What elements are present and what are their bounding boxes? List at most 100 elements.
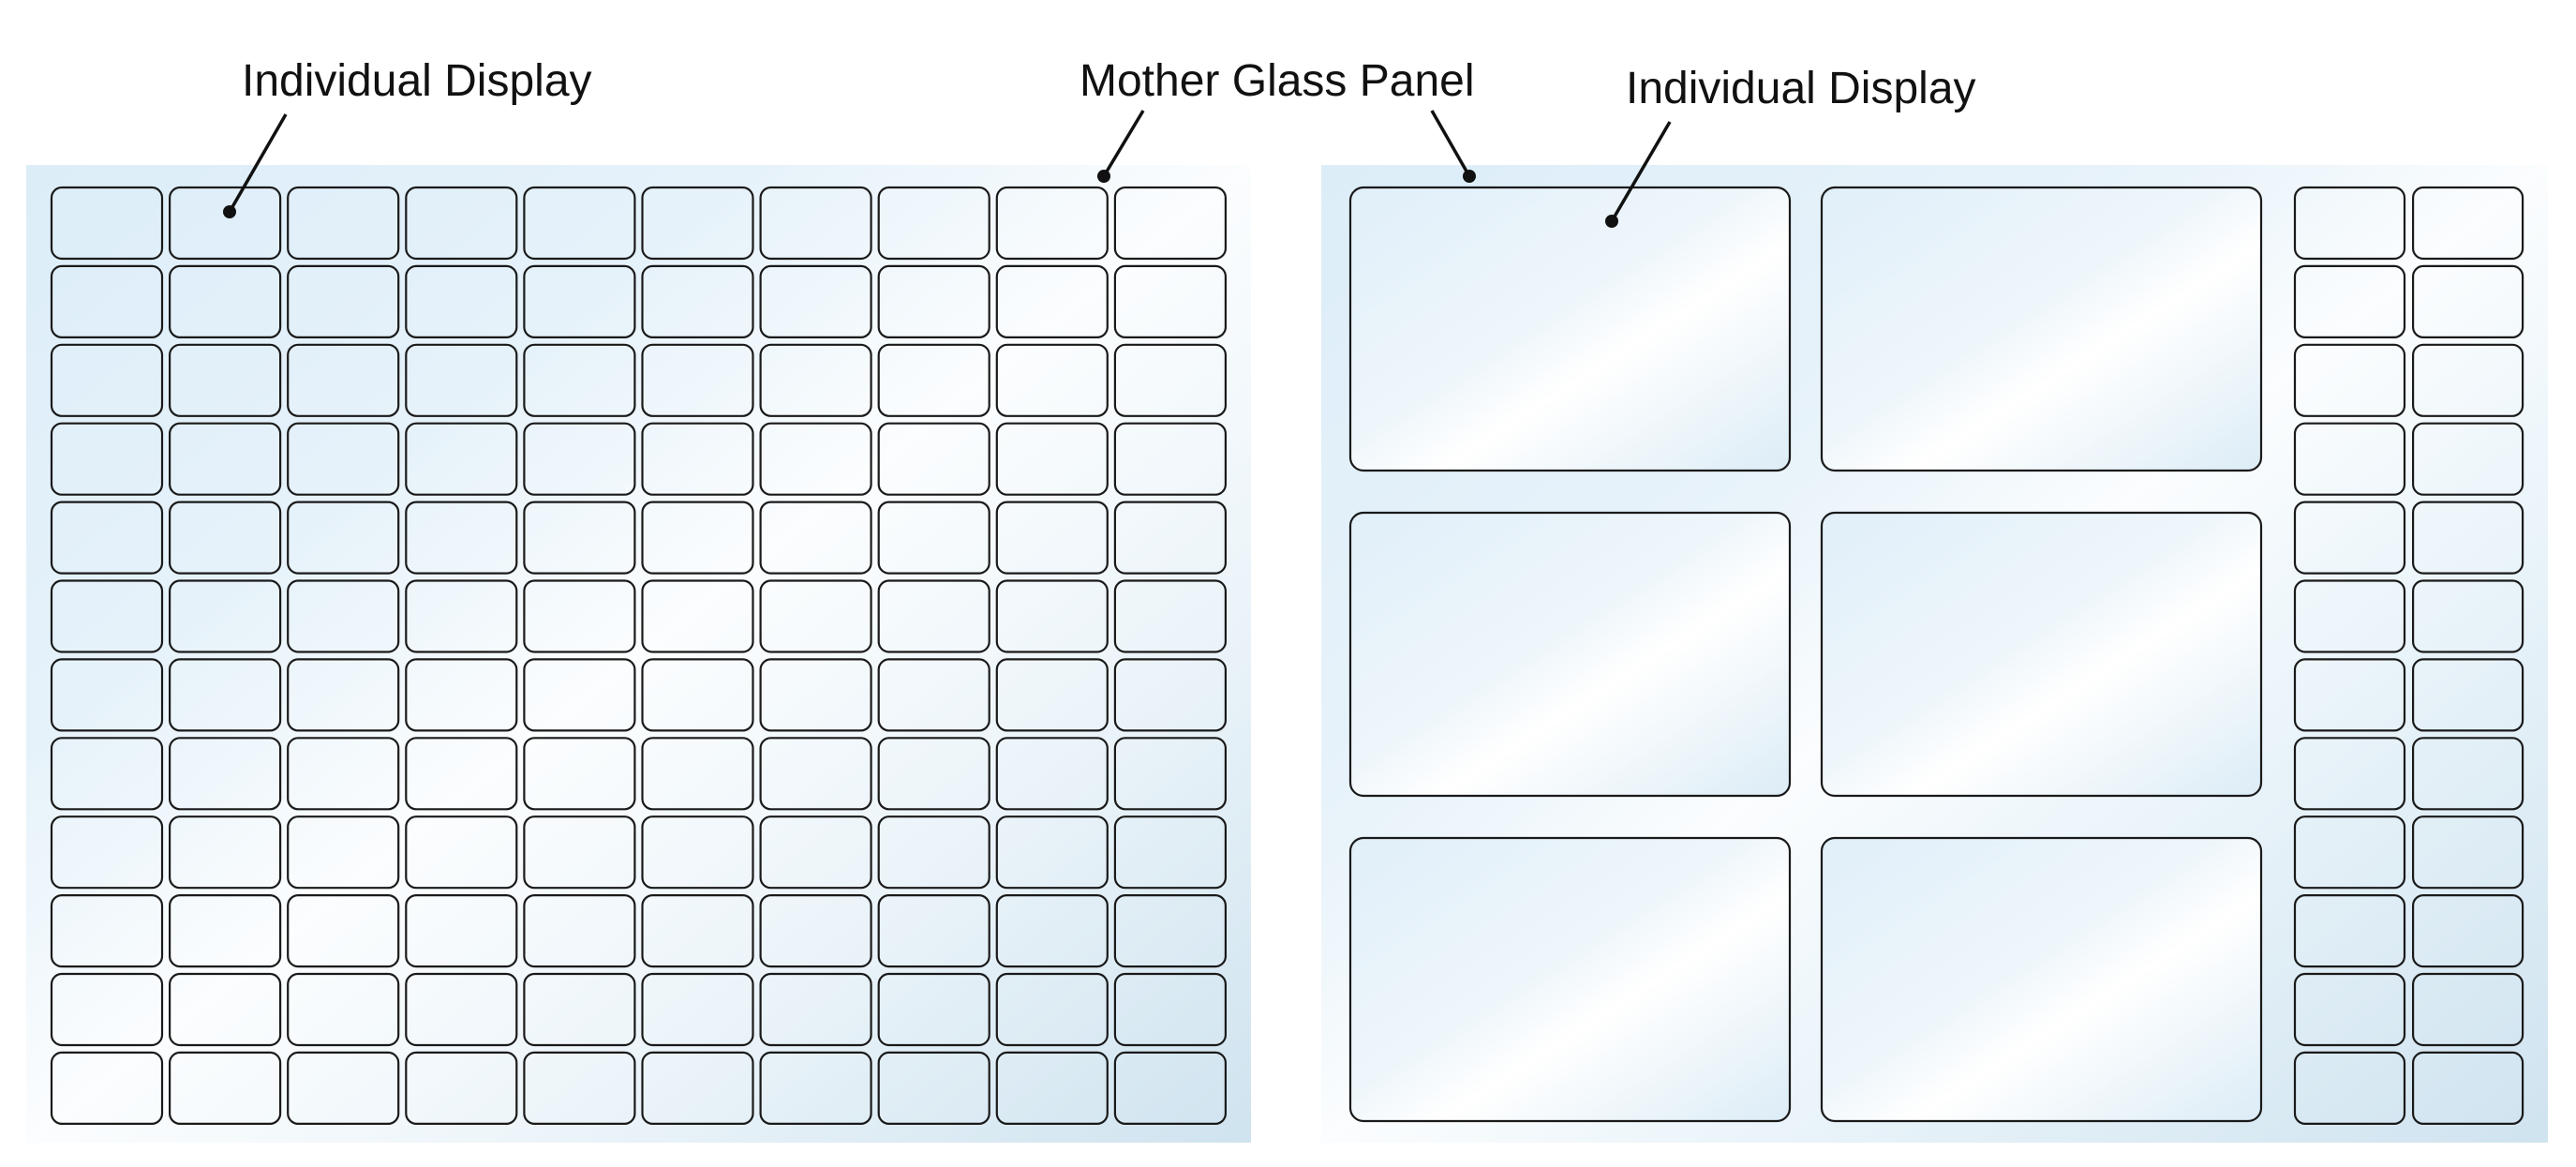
individual-display	[1113, 972, 1228, 1047]
individual-display	[169, 658, 282, 732]
individual-display	[169, 422, 282, 496]
individual-display	[523, 972, 636, 1047]
individual-display	[1113, 343, 1228, 417]
individual-display	[641, 893, 754, 968]
individual-display	[2412, 186, 2524, 261]
individual-display	[1113, 658, 1228, 732]
individual-display	[641, 737, 754, 811]
individual-display	[1113, 815, 1228, 890]
individual-display	[877, 264, 990, 338]
individual-display	[287, 1051, 400, 1126]
individual-display	[995, 264, 1109, 338]
individual-display	[405, 893, 518, 968]
individual-display	[759, 893, 872, 968]
individual-display	[759, 737, 872, 811]
individual-display	[759, 1051, 872, 1126]
label-left-individual-display: Individual Display	[242, 56, 592, 106]
individual-display	[2412, 579, 2524, 653]
individual-display	[759, 658, 872, 732]
individual-display	[50, 579, 164, 653]
individual-display	[1113, 579, 1228, 653]
individual-display	[287, 501, 400, 575]
individual-display	[641, 422, 754, 496]
individual-display	[641, 815, 754, 890]
individual-display	[759, 815, 872, 890]
individual-display	[641, 343, 754, 417]
large-individual-display	[1348, 836, 1792, 1123]
individual-display	[287, 737, 400, 811]
individual-display	[1113, 422, 1228, 496]
individual-display	[169, 343, 282, 417]
individual-display	[50, 815, 164, 890]
large-individual-display	[1820, 511, 2263, 798]
individual-display	[1113, 737, 1228, 811]
individual-display	[995, 343, 1109, 417]
individual-display	[169, 815, 282, 890]
individual-display	[995, 658, 1109, 732]
individual-display	[877, 579, 990, 653]
individual-display	[287, 972, 400, 1047]
individual-display	[2293, 737, 2406, 811]
individual-display	[2293, 815, 2406, 890]
callout-right-individual-display: Individual Display	[1605, 64, 1976, 228]
individual-display	[50, 893, 164, 968]
individual-display	[523, 893, 636, 968]
individual-display	[2293, 658, 2406, 732]
leader-dot-left-display	[223, 205, 236, 218]
individual-display	[2293, 501, 2406, 575]
individual-display	[405, 422, 518, 496]
individual-display	[523, 186, 636, 261]
individual-display	[877, 422, 990, 496]
individual-display	[877, 186, 990, 261]
individual-display	[1113, 893, 1228, 968]
individual-display	[169, 579, 282, 653]
individual-display	[759, 343, 872, 417]
individual-display	[405, 737, 518, 811]
large-individual-display	[1348, 511, 1792, 798]
individual-display	[641, 972, 754, 1047]
individual-display	[287, 343, 400, 417]
individual-display	[2412, 972, 2524, 1047]
right-large-display-grid	[1348, 186, 2263, 1123]
leader-dot-mother-glass-left	[1097, 170, 1110, 183]
individual-display	[287, 422, 400, 496]
label-mother-glass-panel: Mother Glass Panel	[1080, 56, 1475, 106]
individual-display	[995, 737, 1109, 811]
individual-display	[50, 501, 164, 575]
individual-display	[405, 815, 518, 890]
individual-display	[405, 658, 518, 732]
individual-display	[523, 737, 636, 811]
individual-display	[523, 1051, 636, 1126]
individual-display	[50, 658, 164, 732]
large-individual-display	[1820, 186, 2263, 472]
left-display-grid	[50, 186, 1228, 1126]
individual-display	[641, 501, 754, 575]
individual-display	[523, 501, 636, 575]
individual-display	[995, 186, 1109, 261]
leader-line-right-display	[1610, 121, 1672, 222]
individual-display	[877, 658, 990, 732]
individual-display	[995, 501, 1109, 575]
individual-display	[405, 343, 518, 417]
individual-display	[287, 579, 400, 653]
individual-display	[523, 579, 636, 653]
individual-display	[287, 658, 400, 732]
large-individual-display	[1348, 186, 1792, 472]
individual-display	[995, 579, 1109, 653]
leader-line-mother-glass-left	[1102, 110, 1145, 177]
individual-display	[169, 972, 282, 1047]
individual-display	[287, 264, 400, 338]
individual-display	[759, 972, 872, 1047]
individual-display	[2412, 343, 2524, 417]
leader-line-mother-glass-right	[1430, 110, 1471, 177]
individual-display	[641, 264, 754, 338]
individual-display	[995, 815, 1109, 890]
individual-display	[50, 264, 164, 338]
individual-display	[169, 1051, 282, 1126]
individual-display	[1113, 186, 1228, 261]
individual-display	[877, 1051, 990, 1126]
left-mother-glass-panel	[26, 165, 1251, 1143]
large-individual-display	[1820, 836, 2263, 1123]
individual-display	[405, 501, 518, 575]
